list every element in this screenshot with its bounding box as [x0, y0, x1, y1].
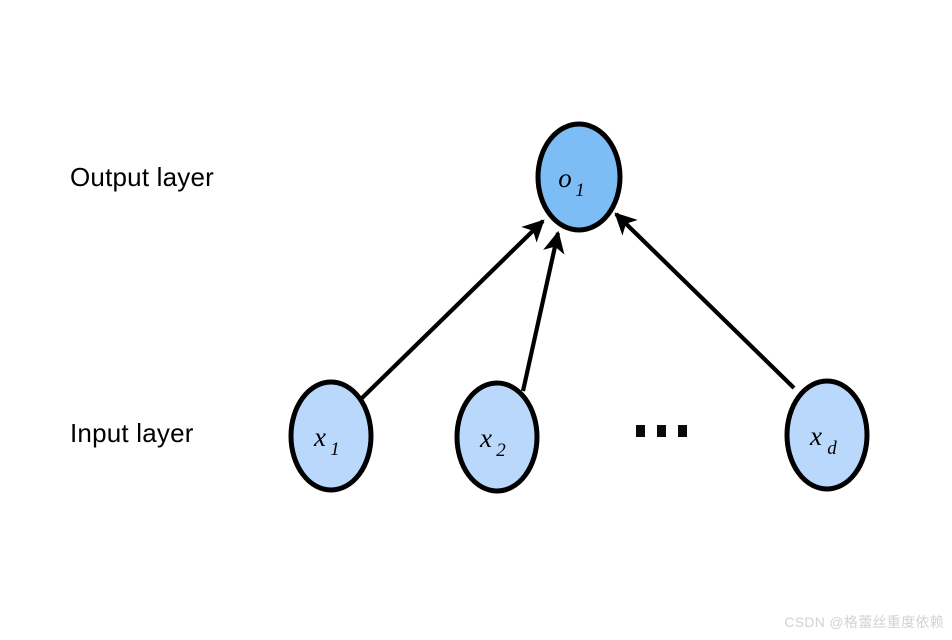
ellipsis-dot: [636, 425, 645, 437]
edge-xd-to-o1: [614, 212, 796, 390]
node-ellipse-x1: [288, 379, 374, 493]
node-label-xd: x: [809, 421, 822, 451]
node-subscript-xd: d: [827, 438, 837, 459]
node-subscript-x2: 2: [496, 440, 506, 461]
input-layer-label: Input layer: [70, 418, 194, 448]
node-label-x1: x: [313, 422, 326, 452]
node-ellipse-xd: [784, 378, 870, 492]
ellipsis-dot: [678, 425, 687, 437]
node-ellipse-x2: [454, 380, 540, 494]
ellipsis-dot: [657, 425, 666, 437]
node-subscript-o1: 1: [575, 180, 585, 201]
ellipsis-dots: [636, 415, 692, 445]
node-subscript-x1: 1: [330, 439, 340, 460]
node-label-o1: o: [558, 163, 572, 193]
edge-x1-to-o1: [359, 219, 545, 401]
node-ellipse-o1: [535, 121, 623, 233]
edge-x2-to-o1: [520, 230, 565, 392]
input-node-x2[interactable]: x 2: [454, 380, 540, 494]
output-layer-label: Output layer: [70, 162, 215, 192]
node-label-x2: x: [479, 423, 492, 453]
input-node-x1[interactable]: x 1: [288, 379, 374, 493]
output-node-o1[interactable]: o 1: [535, 121, 623, 233]
watermark-text: CSDN @格蕾丝重度依赖: [784, 614, 944, 630]
edge-group: [359, 212, 796, 401]
input-node-xd[interactable]: x d: [784, 378, 870, 492]
